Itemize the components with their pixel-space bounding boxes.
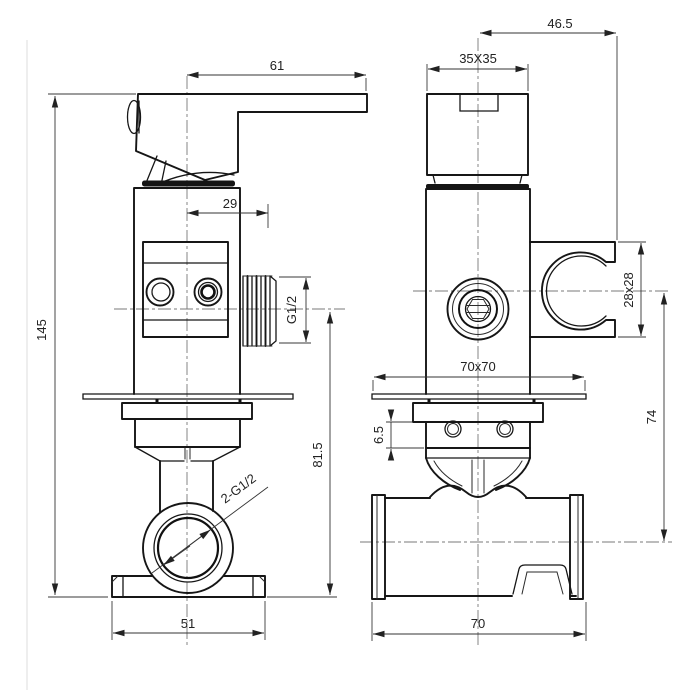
wall-plate-front (82, 393, 294, 400)
dim-center-to-holder-label: 46.5 (547, 16, 572, 31)
outlet-thread (242, 275, 277, 347)
funnel-curve (429, 484, 527, 498)
dim-outlet-thread-label: G1/2 (284, 296, 299, 324)
dim-overall-height-label: 145 (34, 319, 49, 341)
shower-holder-bracket (529, 241, 616, 338)
dim-outlet-offset-label: 29 (223, 196, 237, 211)
valve-body-side (425, 188, 531, 395)
dim-base-width-label: 51 (181, 616, 195, 631)
front-view (82, 93, 368, 598)
inlet-pipe-circle (142, 502, 234, 594)
handle-lever (135, 93, 368, 181)
knob-notch (459, 93, 499, 112)
pipe-clamp (512, 564, 573, 595)
flange-screw-right (496, 420, 514, 438)
dim-center-to-pipe-label: 74 (644, 410, 659, 424)
port-left (145, 277, 175, 307)
dim-flange-step-label: 6.5 (371, 426, 386, 444)
flange-side (412, 402, 544, 423)
side-view (371, 93, 616, 600)
dimensions-side: 46.5 35X35 28x28 70x70 6.5 74 70 (371, 16, 668, 641)
handle-base-ring (142, 180, 235, 187)
flange-front (121, 402, 253, 420)
supply-pipe (371, 494, 584, 600)
dim-center-to-base-label: 81.5 (310, 442, 325, 467)
knob-seat-ring (426, 184, 529, 189)
dim-pipe-length-label: 70 (471, 616, 485, 631)
port-right (193, 277, 223, 307)
dim-inlet-thread-label: 2-G1/2 (218, 471, 259, 507)
knob (426, 93, 529, 176)
base-bracket (111, 575, 266, 598)
valve-body-front (133, 187, 241, 395)
dim-knob-size-label: 35X35 (459, 51, 497, 66)
centerlines (114, 38, 672, 648)
cartridge-plate (142, 241, 229, 338)
handle-button (126, 99, 142, 135)
dimensions-front: 145 61 29 G1/2 81.5 2-G1/2 51 (34, 58, 367, 640)
dim-handle-length-label: 61 (270, 58, 284, 73)
flange-screw-left (444, 420, 462, 438)
wall-plate-side (371, 393, 587, 400)
center-screw (446, 277, 510, 341)
dim-holder-size-label: 28x28 (621, 272, 636, 307)
dim-plate-size-label: 70x70 (460, 359, 495, 374)
